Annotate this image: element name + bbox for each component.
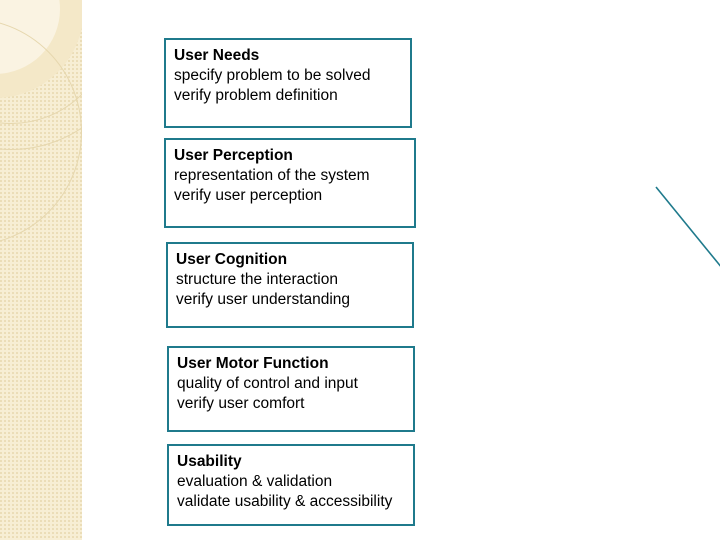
box-user-needs: User Needs specify problem to be solved … (164, 38, 412, 128)
box-line-2: verify user understanding (176, 291, 351, 308)
box-title: Usability (177, 453, 242, 470)
box-line-2: verify user comfort (177, 395, 305, 412)
box-line-1: evaluation & validation (177, 473, 333, 490)
decorative-left-band (0, 0, 82, 540)
box-title: User Motor Function (177, 355, 329, 372)
diagonal-connector (655, 186, 720, 267)
box-line-2: verify problem definition (174, 87, 338, 104)
box-title: User Needs (174, 47, 260, 64)
box-line-2: verify user perception (174, 187, 323, 204)
box-line-1: representation of the system (174, 167, 370, 184)
box-usability: Usability evaluation & validation valida… (167, 444, 415, 526)
box-user-perception: User Perception representation of the sy… (164, 138, 416, 228)
box-line-2: validate usability & accessibility (177, 493, 393, 510)
box-line-1: structure the interaction (176, 271, 338, 288)
box-title: User Perception (174, 147, 293, 164)
box-user-motor-function: User Motor Function quality of control a… (167, 346, 415, 432)
box-title: User Cognition (176, 251, 288, 268)
box-line-1: quality of control and input (177, 375, 358, 392)
box-user-cognition: User Cognition structure the interaction… (166, 242, 414, 328)
box-line-1: specify problem to be solved (174, 67, 371, 84)
